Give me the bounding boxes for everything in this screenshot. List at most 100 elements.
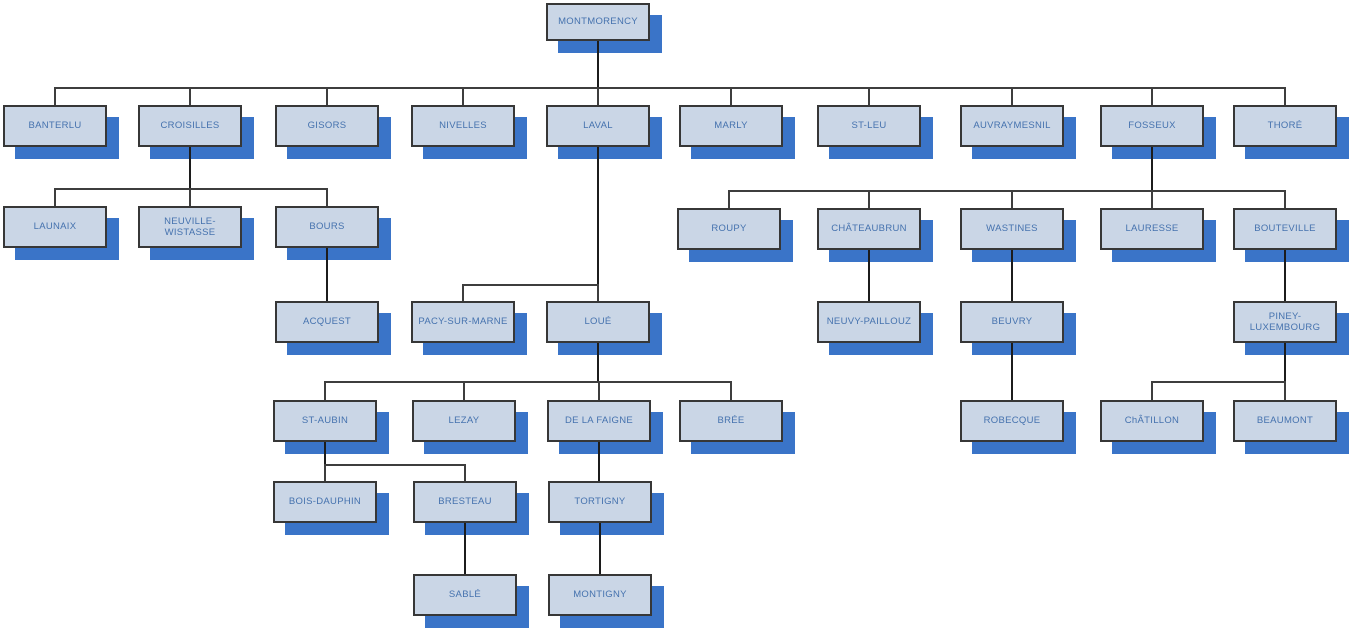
node-croisilles[interactable]: CROISILLES	[138, 105, 242, 147]
node-label: LAVAL	[583, 120, 613, 132]
node-lezay[interactable]: LEZAY	[412, 400, 516, 442]
node-montigny[interactable]: MONTIGNY	[548, 574, 652, 616]
node-label: LAURESSE	[1125, 223, 1179, 235]
node-banterlu[interactable]: BANTERLU	[3, 105, 107, 147]
node-bours[interactable]: BOURS	[275, 206, 379, 248]
connector-drop	[324, 464, 326, 481]
node-bresteau[interactable]: BRESTEAU	[413, 481, 517, 523]
connector-drop	[730, 381, 732, 400]
connector-line	[464, 523, 466, 574]
connector-rail	[55, 188, 327, 190]
connector-line	[1284, 250, 1286, 301]
node-label: MARLY	[714, 120, 748, 132]
node-label: AUVRAYMESNIL	[973, 120, 1051, 132]
node-loue[interactable]: LOUÉ	[546, 301, 650, 343]
connector-drop	[868, 190, 870, 208]
connector-drop	[1284, 190, 1286, 208]
node-neuvy-paillouz[interactable]: NEUVY-PAILLOUZ	[817, 301, 921, 343]
connector-drop	[54, 87, 56, 105]
node-montmorency[interactable]: MONTMORENCY	[546, 3, 650, 41]
connector-rail	[1152, 381, 1285, 383]
node-label: ACQUEST	[302, 316, 352, 328]
connector-line	[1011, 250, 1013, 301]
node-label: NIVELLES	[439, 120, 487, 132]
connector-line	[326, 248, 328, 301]
node-label: NEUVILLE-WISTASSE	[164, 215, 216, 239]
connector-parent-stub	[597, 147, 599, 284]
connector-line	[599, 523, 601, 574]
node-launaix[interactable]: LAUNAIX	[3, 206, 107, 248]
node-label: BEUVRY	[991, 316, 1033, 328]
node-st-leu[interactable]: ST-LEU	[817, 105, 921, 147]
node-fosseux[interactable]: FOSSEUX	[1100, 105, 1204, 147]
node-tortigny[interactable]: TORTIGNY	[548, 481, 652, 523]
connector-parent-stub	[189, 147, 191, 188]
node-label: BRÉE	[717, 415, 745, 427]
node-label: PACY-SUR-MARNE	[418, 316, 508, 328]
node-chateaubrun[interactable]: CHÂTEAUBRUN	[817, 208, 921, 250]
connector-drop	[728, 190, 730, 208]
node-label: CHÂTEAUBRUN	[831, 223, 907, 235]
connector-parent-stub	[1151, 147, 1153, 190]
node-laval[interactable]: LAVAL	[546, 105, 650, 147]
connector-drop	[324, 381, 326, 400]
connector-drop	[598, 381, 600, 400]
node-piney-luxembourg[interactable]: PINEY-LUXEMBOURG	[1233, 301, 1337, 343]
connector-drop	[326, 188, 328, 206]
connector-drop	[1284, 381, 1286, 400]
node-thore[interactable]: THORÉ	[1233, 105, 1337, 147]
connector-drop	[1151, 190, 1153, 208]
node-wastines[interactable]: WASTINES	[960, 208, 1064, 250]
node-marly[interactable]: MARLY	[679, 105, 783, 147]
node-label: BOURS	[309, 221, 345, 233]
node-label: TORTIGNY	[574, 496, 626, 508]
node-label: ChÂTILLON	[1124, 415, 1180, 427]
node-beaumont[interactable]: BEAUMONT	[1233, 400, 1337, 442]
node-de-la-faigne[interactable]: DE LA FAIGNE	[547, 400, 651, 442]
node-label: CROISILLES	[160, 120, 220, 132]
node-label: FOSSEUX	[1128, 120, 1176, 132]
connector-drop	[1011, 190, 1013, 208]
connector-line	[868, 250, 870, 301]
node-bois-dauphin[interactable]: BOIS-DAUPHIN	[273, 481, 377, 523]
node-lauresse[interactable]: LAURESSE	[1100, 208, 1204, 250]
connector-rail	[325, 464, 465, 466]
node-label: ROUPY	[711, 223, 747, 235]
connector-drop	[54, 188, 56, 206]
node-label: DE LA FAIGNE	[564, 415, 633, 427]
node-sable[interactable]: SABLÉ	[413, 574, 517, 616]
node-robecque[interactable]: ROBECQUE	[960, 400, 1064, 442]
node-label: BEAUMONT	[1256, 415, 1314, 427]
node-label: ST-LEU	[851, 120, 887, 132]
node-bouteville[interactable]: BOUTEVILLE	[1233, 208, 1337, 250]
connector-drop	[1151, 87, 1153, 105]
node-bree[interactable]: BRÉE	[679, 400, 783, 442]
connector-drop	[189, 87, 191, 105]
connector-rail	[325, 381, 731, 383]
node-st-aubin[interactable]: ST-AUBIN	[273, 400, 377, 442]
node-beuvry[interactable]: BEUVRY	[960, 301, 1064, 343]
connector-drop	[189, 188, 191, 206]
node-chatillon[interactable]: ChÂTILLON	[1100, 400, 1204, 442]
connector-parent-stub	[1284, 343, 1286, 381]
connector-parent-stub	[597, 343, 599, 381]
node-acquest[interactable]: ACQUEST	[275, 301, 379, 343]
node-label: PINEY-LUXEMBOURG	[1249, 310, 1321, 334]
node-nivelles[interactable]: NIVELLES	[411, 105, 515, 147]
connector-drop	[597, 284, 599, 301]
connector-rail	[463, 284, 598, 286]
connector-line	[598, 442, 600, 481]
connector-drop	[1011, 87, 1013, 105]
connector-parent-stub	[597, 41, 599, 87]
node-roupy[interactable]: ROUPY	[677, 208, 781, 250]
node-auvraymesnil[interactable]: AUVRAYMESNIL	[960, 105, 1064, 147]
connector-drop	[462, 284, 464, 301]
node-pacy-sur-marne[interactable]: PACY-SUR-MARNE	[411, 301, 515, 343]
node-label: BANTERLU	[28, 120, 82, 132]
node-label: LOUÉ	[584, 316, 612, 328]
node-label: BOUTEVILLE	[1254, 223, 1316, 235]
node-label: BRESTEAU	[438, 496, 492, 508]
node-gisors[interactable]: GISORS	[275, 105, 379, 147]
node-neuville-wistasse[interactable]: NEUVILLE-WISTASSE	[138, 206, 242, 248]
